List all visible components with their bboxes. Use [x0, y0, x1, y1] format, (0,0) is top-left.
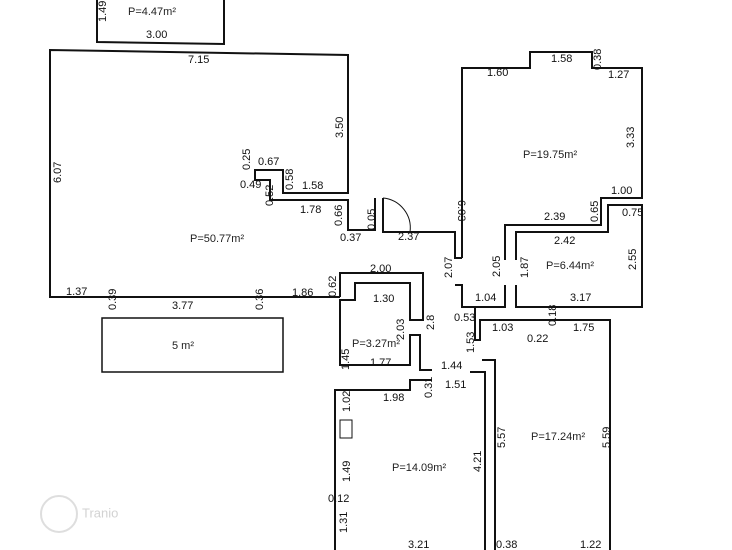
dimension: 3.17 [570, 292, 592, 304]
dimension: 3.33 [625, 126, 637, 148]
dimension: 1.49 [341, 460, 353, 482]
dimension: 1.00 [611, 185, 633, 197]
dimension: 7.15 [188, 54, 210, 66]
wall-bedroom [461, 51, 643, 260]
dimension: 1.22 [580, 539, 602, 550]
dimension: 0.05 [366, 208, 378, 230]
dimension: 1.75 [573, 322, 595, 334]
dimension: 2.39 [544, 211, 566, 223]
room-area-label: P=6.44m² [546, 260, 594, 272]
dimension: 1.77 [370, 357, 392, 369]
watermark-logo: Tranio [40, 495, 118, 533]
dimension: 0.12 [328, 493, 350, 505]
watermark-text: Tranio [82, 505, 119, 521]
dimension: 6.03 [455, 200, 467, 222]
dimension: 0.75 [622, 207, 644, 219]
dimension: 2.42 [554, 235, 576, 247]
dimension: 1.86 [292, 287, 314, 299]
dimension: 0.39 [107, 288, 119, 310]
dimension: 0.49 [240, 179, 262, 191]
dimension: 2.00 [370, 263, 392, 275]
shaft [339, 419, 353, 439]
dimension: 1.04 [475, 292, 497, 304]
dimension: 0.18 [547, 304, 559, 326]
room-area-label: P=19.75m² [523, 149, 578, 161]
dimension: 1.27 [608, 69, 630, 81]
dimension: 0.38 [496, 539, 518, 550]
dimension: 5.57 [496, 426, 508, 448]
dimension: 3.50 [334, 116, 346, 138]
dimension: 1.31 [338, 511, 350, 533]
wall-living-room [49, 48, 376, 298]
room-area-label: P=50.77m² [190, 233, 245, 245]
dimension: 1.58 [302, 180, 324, 192]
dimension: 0.65 [589, 200, 601, 222]
dimension: 1.87 [519, 256, 531, 278]
dimension: 0.31 [423, 376, 435, 398]
terrace-outline [101, 317, 284, 373]
dimension: 0.67 [258, 156, 280, 168]
dimension: 0.58 [284, 168, 296, 190]
dimension: 1.02 [341, 390, 353, 412]
dimension: 3.00 [146, 29, 168, 41]
dimension: 1.44 [441, 360, 463, 372]
dimension: 5.59 [601, 426, 613, 448]
wall-bedroom-3-right [470, 371, 486, 550]
dimension: 2.05 [491, 255, 503, 277]
dimension: 3.77 [172, 300, 194, 312]
room-area-label: P=17.24m² [531, 431, 586, 443]
wall-small-bedroom [515, 204, 643, 308]
dimension: 1.45 [340, 348, 352, 370]
room-area-label: P=14.09m² [392, 462, 447, 474]
wall-bathroom [339, 272, 432, 371]
room-area-label: P=3.27m² [352, 338, 400, 350]
dimension: 0.25 [241, 148, 253, 170]
dimension: 0.52 [264, 184, 276, 206]
dimension: 1.78 [300, 204, 322, 216]
wall-hall [382, 198, 462, 259]
wall-bedroom-4-left [482, 359, 496, 550]
dimension: 1.60 [487, 67, 509, 79]
dimension: 0.37 [340, 232, 362, 244]
dimension: 2.03 [395, 318, 407, 340]
dimension: 0.62 [327, 275, 339, 297]
dimension: 0.38 [592, 48, 604, 70]
dimension: 2.07 [443, 256, 455, 278]
dimension: 0.22 [527, 333, 549, 345]
dimension: 1.51 [445, 379, 467, 391]
room-area-label: P=4.47m² [128, 6, 176, 18]
dimension: 2.55 [627, 248, 639, 270]
wall-small-room [96, 0, 225, 46]
dimension: 0.66 [333, 204, 345, 226]
watermark-circle-icon [40, 495, 78, 533]
wall-corridor-2 [462, 306, 611, 550]
dimension: 1.30 [373, 293, 395, 305]
dimension: 2.8 [425, 314, 437, 330]
dimension: 3.21 [408, 539, 430, 550]
dimension: 1.53 [465, 331, 477, 353]
dimension: 4.21 [472, 450, 484, 472]
dimension: 6.07 [52, 161, 64, 183]
dimension: 0.36 [254, 288, 266, 310]
dimension: 1.37 [66, 286, 88, 298]
terrace-label: 5 m² [172, 340, 194, 352]
dimension: 0.53 [454, 312, 476, 324]
dimension: 1.03 [492, 322, 514, 334]
dimension: 1.58 [551, 53, 573, 65]
dimension: 2.37 [398, 231, 420, 243]
wall-bedroom-3 [334, 379, 432, 550]
dimension: 1.49 [97, 0, 109, 22]
dimension: 1.98 [383, 392, 405, 404]
door-arc [382, 197, 411, 233]
